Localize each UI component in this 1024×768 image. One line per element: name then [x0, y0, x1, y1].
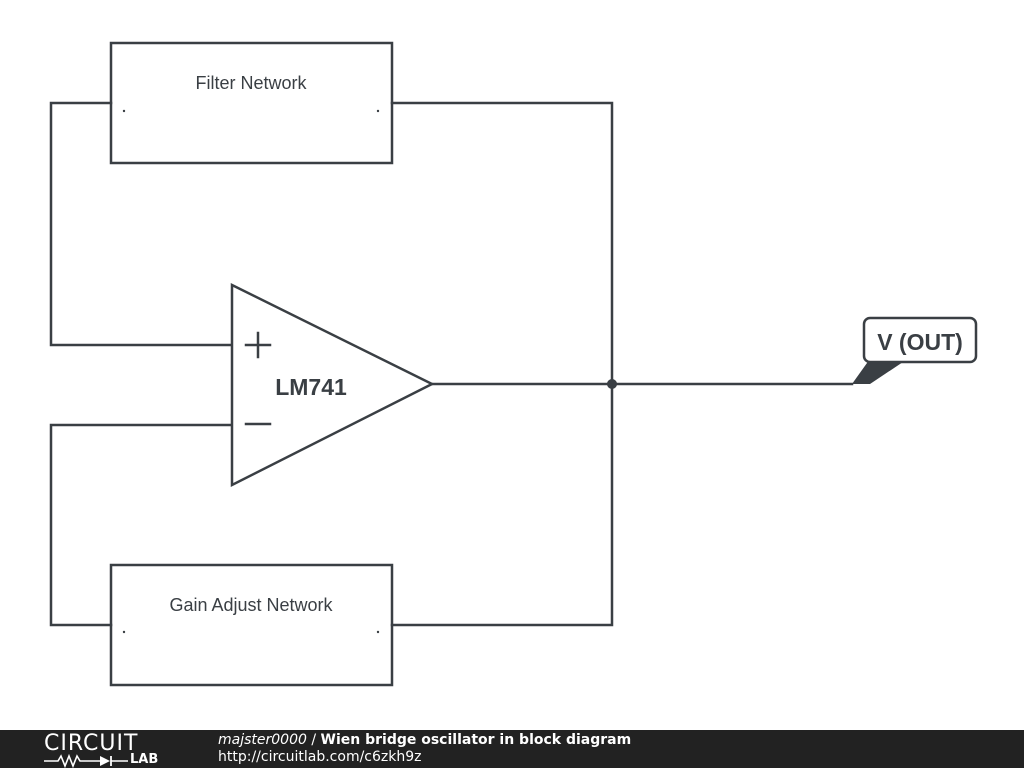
logo-text-bottom: LAB: [130, 752, 159, 767]
wire-filter-right-to-node: [390, 101, 614, 386]
opamp-triangle[interactable]: [230, 282, 435, 488]
credit-line-1: majster0000 / Wien bridge oscillator in …: [218, 732, 631, 749]
resistor-diode-icon: [44, 754, 128, 768]
schematic-canvas: Filter Network Gain Adjust Network LM741…: [49, 41, 978, 687]
circuit-credit: majster0000 / Wien bridge oscillator in …: [218, 732, 631, 766]
circuit-title[interactable]: Wien bridge oscillator in block diagram: [320, 732, 632, 748]
opamp-label: LM741: [275, 374, 347, 400]
author-name[interactable]: majster0000: [218, 732, 307, 748]
gain-adjust-network-block[interactable]: [109, 563, 394, 687]
gain-adjust-network-label: Gain Adjust Network: [169, 595, 333, 615]
filter-pin-left: [122, 109, 126, 113]
filter-network-block[interactable]: [109, 41, 394, 165]
footer-bar: CIRCUIT LAB majster0000 / Wien bridge os…: [0, 730, 1024, 768]
logo-text-top: CIRCUIT: [44, 731, 139, 756]
circuitlab-logo[interactable]: CIRCUIT LAB: [44, 731, 174, 768]
filter-pin-right: [376, 109, 380, 113]
credit-separator: /: [306, 732, 321, 748]
wire-filter-left-to-plus: [49, 101, 234, 347]
filter-network-label: Filter Network: [195, 73, 307, 93]
gain-pin-right: [376, 630, 380, 634]
circuit-url[interactable]: http://circuitlab.com/c6zkh9z: [218, 749, 422, 765]
wire-gain-left-to-minus: [49, 423, 234, 627]
output-label: V (OUT): [877, 329, 963, 355]
gain-pin-left: [122, 630, 126, 634]
junction-dot: [607, 379, 617, 389]
logo-bottom-row: LAB: [44, 752, 174, 768]
wire-gain-right-to-node: [390, 382, 614, 627]
output-label-box[interactable]: [862, 316, 978, 364]
